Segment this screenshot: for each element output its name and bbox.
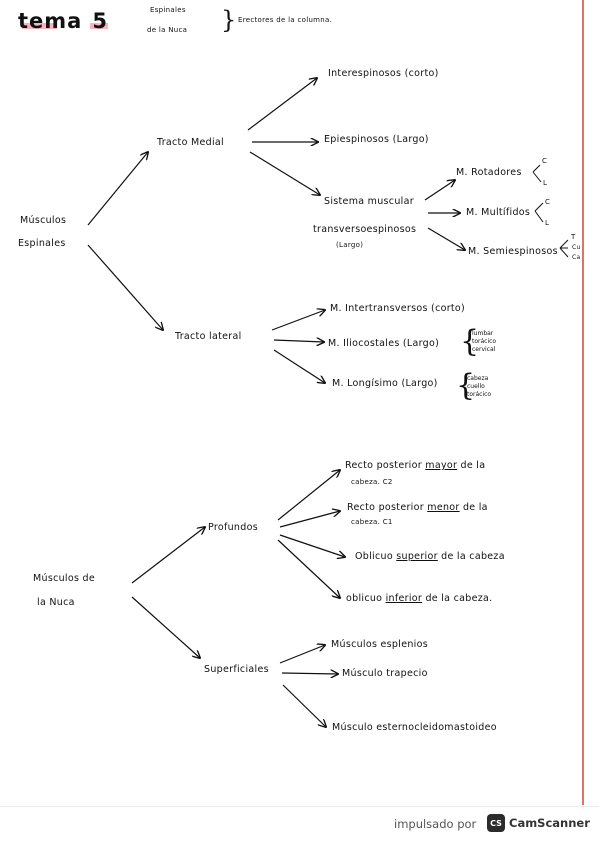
semiespinosos-t: T: [571, 233, 576, 241]
ilio-item-cervical: cervical: [472, 346, 496, 353]
title-word: tema: [18, 9, 83, 33]
arrow-to-sistema: [249, 151, 320, 195]
arrow-to-intertransversos: [271, 310, 325, 331]
subtitle-espinales: Espinales: [150, 6, 186, 14]
espinales-root-line2: Espinales: [18, 238, 66, 249]
camscanner-icon: CS: [487, 814, 505, 832]
iliocostales: M. Iliocostales (Largo): [328, 338, 440, 349]
profundos: Profundos: [208, 522, 258, 533]
arrow-to-esplenios: [279, 645, 325, 664]
longisimo-brace: {: [456, 368, 476, 403]
recto-menor-line1: Recto posterior menor de la: [347, 502, 488, 513]
espinales-root-line1: Músculos: [20, 215, 67, 226]
arrow-to-trapecio: [281, 673, 338, 674]
title-number: 5: [92, 9, 108, 33]
arrow-to-iliocostales: [273, 340, 324, 342]
camscanner-logo: CS CamScanner: [487, 814, 590, 832]
long-item-toracico: torácico: [467, 391, 492, 398]
multifidos-l: L: [545, 219, 550, 227]
arrow-to-longisimo: [273, 349, 325, 383]
arrow-to-oblicuo-inferior: [277, 539, 340, 598]
tracto-lateral: Tracto lateral: [175, 331, 242, 342]
nuca-root-line2: la Nuca: [37, 597, 75, 608]
long-item-cabeza: cabeza: [467, 375, 489, 382]
number-highlight: [90, 23, 108, 29]
arrow-to-profundos: [131, 527, 205, 584]
esternocleidomastoideo: Músculo esternocleidomastoideo: [332, 722, 497, 733]
rotadores-c: C: [542, 157, 548, 165]
ilio-item-toracico: torácico: [472, 338, 497, 345]
oblicuo-superior: Oblicuo superior de la cabeza: [355, 551, 505, 562]
superficiales: Superficiales: [204, 664, 269, 675]
multifidos: M. Multífidos: [466, 207, 531, 218]
arrow-to-rotadores: [424, 180, 455, 201]
recto-menor-underlined: menor: [427, 502, 460, 513]
iliocostales-brace: {: [460, 324, 480, 359]
recto-mayor-line2: cabeza. C2: [351, 478, 393, 486]
rotadores-l: L: [543, 179, 548, 187]
oblicuo-superior-underlined: superior: [396, 551, 438, 562]
esplenios: Músculos esplenios: [331, 639, 428, 650]
semiespinosos-cu: Cu: [572, 244, 581, 251]
arrow-to-medial: [87, 152, 148, 226]
page-title: tema 5: [18, 9, 108, 33]
interespinosos: Interespinosos (corto): [328, 68, 439, 79]
title-highlight: [22, 23, 57, 29]
semiespinosos-ca: Ca: [572, 254, 581, 261]
arrow-to-semiespinosos: [427, 227, 465, 250]
nuca-root-line1: Músculos de: [33, 573, 96, 584]
header-brace: }: [221, 6, 237, 34]
trapecio: Músculo trapecio: [342, 668, 428, 679]
arrow-to-interespinosos: [247, 78, 317, 131]
recto-menor-line2: cabeza. C1: [351, 518, 393, 526]
recto-mayor-line1: Recto posterior mayor de la: [345, 460, 486, 471]
tracto-medial: Tracto Medial: [157, 137, 224, 148]
subtitle-nuca: de la Nuca: [147, 26, 188, 34]
semiespinosos: M. Semiespinosos: [468, 246, 558, 257]
sistema-line3: (Largo): [336, 241, 364, 249]
recto-mayor-underlined: mayor: [425, 460, 458, 471]
epiespinosos: Epiespinosos (Largo): [324, 134, 429, 145]
oblicuo-inferior-underlined: inferior: [385, 593, 423, 604]
multifidos-c: C: [545, 198, 551, 206]
arrow-to-lateral: [87, 244, 163, 330]
arrow-to-recto-menor: [279, 511, 340, 528]
arrow-to-recto-mayor: [277, 470, 340, 521]
ilio-item-lumbar: lumbar: [472, 330, 494, 337]
intertransversos: M. Intertransversos (corto): [330, 303, 466, 314]
sistema-line1: Sistema muscular: [324, 196, 414, 207]
arrow-to-oblicuo-superior: [279, 534, 345, 557]
subtitle-erectores: Erectores de la columna.: [238, 16, 333, 24]
longisimo: M. Longísimo (Largo): [332, 378, 438, 389]
long-item-cuello: cuello: [467, 383, 485, 390]
arrow-to-superficiales: [131, 596, 200, 658]
oblicuo-inferior: oblicuo inferior de la cabeza.: [346, 593, 493, 604]
sistema-line2: transversoespinosos: [313, 224, 417, 235]
iliocostales-list: lumbar torácico cervical: [472, 330, 496, 354]
margin-line: [582, 0, 584, 805]
camscanner-name: CamScanner: [509, 816, 590, 830]
powered-by-text: impulsado por: [394, 817, 477, 831]
rotadores: M. Rotadores: [456, 167, 522, 178]
arrow-to-esterno: [282, 684, 326, 727]
page-bottom-edge: [0, 806, 599, 807]
longisimo-list: cabeza cuello torácico: [467, 375, 491, 399]
